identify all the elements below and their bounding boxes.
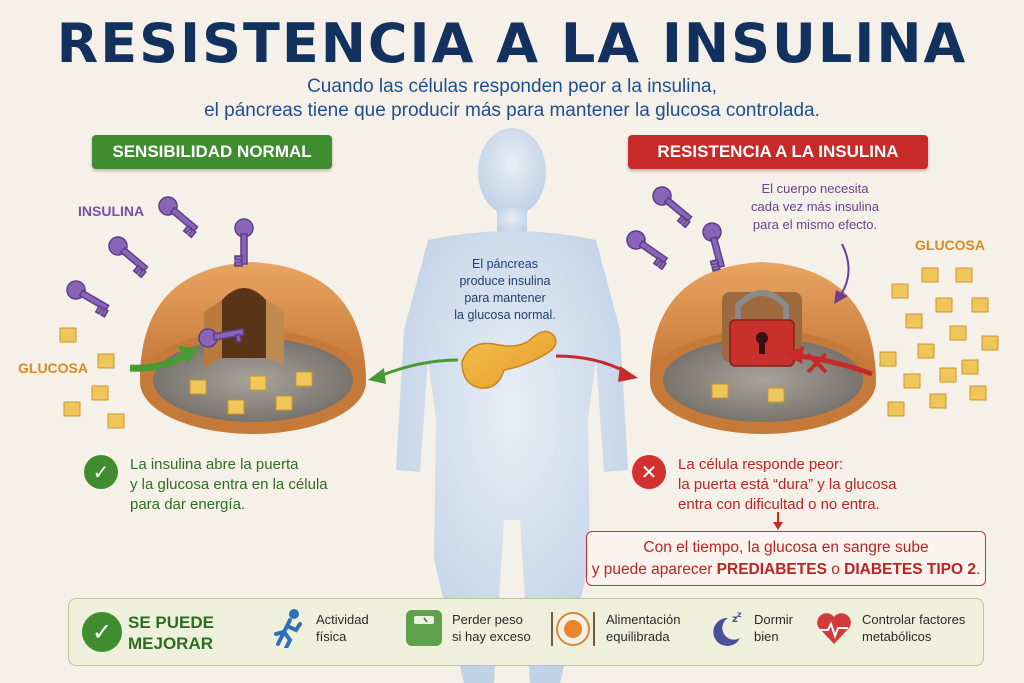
pancreas-note-line: El páncreas (471, 257, 538, 271)
improvement-title: SE PUEDE MEJORAR (128, 612, 238, 654)
tip-sleep-well: z z Dormir bien (706, 608, 793, 648)
check-icon: ✓ (84, 455, 118, 489)
check-icon: ✓ (82, 612, 122, 652)
pancreas-illustration (461, 330, 557, 389)
tip-label: equilibrada (606, 629, 670, 644)
tip-label: física (316, 629, 347, 644)
down-arrow-icon (773, 512, 783, 530)
glucose-cubes-inside-left (189, 371, 313, 415)
tip-lose-weight: Perder peso si hay exceso (404, 608, 531, 648)
diabetes-highlight: DIABETES TIPO 2 (844, 561, 976, 578)
cross-icon: ✕ (632, 455, 666, 489)
moon-sleep-icon: z z (713, 610, 742, 646)
scale-icon (406, 610, 442, 646)
resistance-result: ✕ La célula responde peor: la puerta est… (632, 455, 942, 515)
arrow-to-resistant-cell (555, 354, 638, 382)
warning-text: . (975, 561, 981, 578)
note-pointer-arrow (834, 243, 850, 304)
tip-label: Dormir (754, 612, 793, 627)
tip-label: Perder peso (452, 612, 523, 627)
body-note-line: El cuerpo necesita (761, 181, 869, 196)
glucose-label-right: GLUCOSA (915, 237, 985, 253)
result-line: y la glucosa entra en la célula (130, 476, 328, 493)
pancreas-note-line: produce insulina (459, 274, 551, 288)
warning-text: y puede aparecer (591, 561, 713, 578)
improvement-title-line: SE PUEDE (128, 613, 214, 632)
insulin-resistance-banner: RESISTENCIA A LA INSULINA (628, 135, 928, 169)
pancreas-note: El páncreas produce insulina para manten… (440, 256, 570, 324)
result-line: entra con dificultad o no entra. (678, 496, 880, 513)
subtitle-line-2: el páncreas tiene que producir más para … (204, 100, 820, 121)
insulin-keys-right (626, 186, 726, 272)
human-body-silhouette (396, 128, 628, 683)
pancreas-note-line: la glucosa normal. (454, 308, 556, 322)
warning-line: Con el tiempo, la glucosa en sangre sube (643, 539, 929, 556)
result-line: para dar energía. (130, 496, 246, 513)
heart-pulse-icon (817, 613, 851, 644)
body-note-line: para el mismo efecto. (752, 217, 878, 232)
insulin-keys-left (66, 196, 254, 348)
tip-label: Actividad (316, 612, 369, 627)
warning-line: y puede aparecer PREDIABETES o DIABETES … (587, 559, 985, 581)
blocked-entry-arrow (786, 346, 873, 377)
tip-label: metabólicos (862, 629, 932, 644)
result-line: La célula responde peor: (678, 456, 844, 473)
normal-sensitivity-banner: SENSIBILIDAD NORMAL (92, 135, 332, 169)
body-needs-more-insulin-note: El cuerpo necesita cada vez más insulina… (730, 180, 900, 234)
tip-physical-activity: Actividad física (270, 608, 369, 648)
tip-label: Alimentación (606, 612, 681, 627)
resistance-result-text: La célula responde peor: la puerta está … (678, 455, 896, 515)
pancreas-note-line: para mantener (464, 291, 546, 305)
running-person-icon (274, 609, 302, 648)
tip-balanced-diet: Alimentación equilibrada (548, 608, 680, 648)
glucose-cubes-outside-right (879, 267, 999, 417)
tip-metabolic-factors: Controlar factores metabólicos (814, 608, 965, 648)
glucose-label-left: GLUCOSA (18, 360, 88, 376)
svg-text:z: z (732, 614, 738, 625)
tip-label: si hay exceso (452, 629, 531, 644)
result-line: la puerta está “dura” y la glucosa (678, 476, 897, 493)
glucose-cubes-inside-right (711, 383, 785, 403)
diabetes-warning-box: Con el tiempo, la glucosa en sangre sube… (586, 531, 986, 586)
glucose-entry-arrow (129, 346, 198, 372)
tip-label: Controlar factores (862, 612, 966, 627)
page-title: RESISTENCIA A LA INSULINA (56, 12, 968, 75)
padlock-icon (729, 290, 795, 367)
arrow-to-normal-cell (368, 358, 459, 384)
improvement-title-line: MEJORAR (128, 634, 214, 653)
plate-icon (551, 612, 595, 646)
body-note-line: cada vez más insulina (751, 199, 879, 214)
warning-text: o (831, 561, 840, 578)
subtitle-line-1: Cuando las células responden peor a la i… (307, 76, 717, 97)
normal-cell (140, 262, 366, 434)
result-line: La insulina abre la puerta (130, 456, 299, 473)
normal-result: ✓ La insulina abre la puerta y la glucos… (84, 455, 404, 515)
prediabetes-highlight: PREDIABETES (716, 561, 827, 578)
insulin-label: INSULINA (78, 203, 145, 219)
tip-label: bien (754, 629, 779, 644)
svg-text:z: z (737, 610, 742, 619)
normal-result-text: La insulina abre la puerta y la glucosa … (130, 455, 328, 515)
glucose-cubes-outside-left (59, 327, 125, 429)
